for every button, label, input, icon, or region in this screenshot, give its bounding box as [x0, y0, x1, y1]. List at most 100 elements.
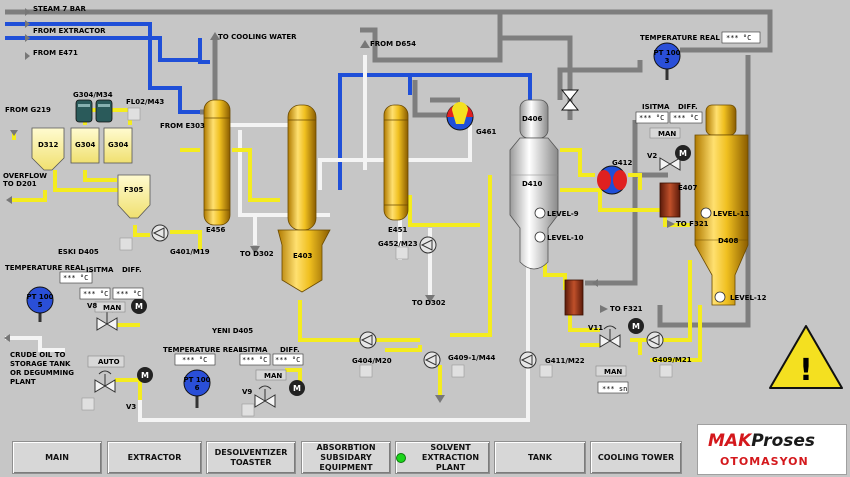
svg-text:E407: E407 [678, 184, 698, 192]
motor-icon[interactable]: M [675, 145, 691, 161]
svg-text:G409/M21: G409/M21 [652, 356, 692, 364]
svg-text:ESKI D405: ESKI D405 [58, 248, 99, 256]
f321-heater [564, 279, 584, 316]
valve-v2[interactable] [659, 157, 681, 171]
valve-v3[interactable] [94, 370, 116, 393]
svg-text:TO F321: TO F321 [676, 220, 709, 228]
filters-g304-m34 [75, 99, 113, 123]
svg-text:ISITMA: ISITMA [240, 346, 268, 354]
svg-text:FROM E303: FROM E303 [160, 122, 205, 130]
svg-text:M: M [293, 384, 301, 393]
nav-cooling-tower-button[interactable]: COOLING TOWER [590, 441, 682, 474]
pump-icon[interactable] [423, 351, 441, 369]
nav-solvent-extraction-button[interactable]: SOLVENT EXTRACTION PLANT [395, 441, 490, 474]
g412-exchanger [597, 165, 627, 195]
hopper-d312 [31, 127, 65, 171]
pump-icon[interactable] [519, 351, 537, 369]
valve-v9[interactable] [254, 385, 276, 408]
nav-absorbtion-button[interactable]: ABSORBTION SUBSIDARY EQUIPMENT [301, 441, 391, 474]
svg-text:F305: F305 [124, 186, 144, 194]
mode-boxes[interactable] [87, 127, 681, 381]
hopper-g304-a [70, 127, 100, 164]
active-indicator-icon [396, 452, 406, 463]
svg-text:M: M [141, 371, 149, 380]
motor-icon[interactable]: M [289, 380, 305, 396]
svg-text:PT 100: PT 100 [27, 293, 54, 301]
svg-text:G411/M22: G411/M22 [545, 357, 585, 365]
svg-text:TO F321: TO F321 [610, 305, 643, 313]
equipment-labels: G304/M34 FL02/M43 D312 G304 G304 F305 G4… [38, 91, 767, 411]
svg-text:TO D302: TO D302 [240, 250, 274, 258]
svg-text:TO D201: TO D201 [3, 180, 37, 188]
pipe-labels: STEAM 7 BAR FROM EXTRACTOR FROM E471 TO … [3, 5, 709, 386]
svg-text:MAN: MAN [264, 372, 282, 380]
svg-text:TO COOLING WATER: TO COOLING WATER [218, 33, 297, 41]
motor-icon[interactable]: M [628, 318, 644, 334]
svg-text:M: M [135, 302, 143, 311]
svg-text:*** °C: *** °C [242, 356, 267, 364]
e403-desolventizer [277, 104, 331, 293]
logo-otomasyon: OTOMASYON [720, 455, 809, 468]
svg-text:*** °C: *** °C [673, 114, 698, 122]
steam-valve-icon[interactable] [560, 89, 580, 111]
svg-text:3: 3 [665, 57, 670, 65]
svg-text:FROM E471: FROM E471 [33, 49, 78, 57]
v11-time-value: *** sn [602, 385, 627, 393]
svg-text:FROM D654: FROM D654 [370, 40, 416, 48]
svg-text:G404/M20: G404/M20 [352, 357, 392, 365]
svg-text:FL02/M43: FL02/M43 [126, 98, 164, 106]
d408-tank [694, 104, 749, 306]
warning-icon[interactable]: ! [769, 325, 843, 389]
svg-text:V11: V11 [588, 324, 603, 332]
nav-extractor-button[interactable]: EXTRACTOR [107, 441, 202, 474]
v11-mode-label[interactable]: MAN [604, 368, 622, 376]
svg-text:LEVEL-10: LEVEL-10 [547, 234, 584, 242]
pump-icon[interactable] [359, 331, 377, 349]
svg-text:*** °C: *** °C [116, 290, 141, 298]
motor-icon[interactable]: M [137, 367, 153, 383]
pump-icon[interactable] [646, 331, 664, 349]
hopper-g304-b [103, 127, 133, 164]
svg-text:G304: G304 [75, 141, 95, 149]
svg-text:TEMPERATURE REAL: TEMPERATURE REAL [640, 34, 720, 42]
valve-v11[interactable] [599, 325, 621, 348]
pump-icon[interactable] [419, 236, 437, 254]
level-sensor-icon [534, 207, 726, 303]
nav-label: MAIN [45, 452, 69, 462]
svg-text:*** °C: *** °C [83, 290, 108, 298]
svg-text:TEMPERATURE REAL: TEMPERATURE REAL [5, 264, 85, 272]
svg-text:OVERFLOW: OVERFLOW [3, 172, 47, 180]
svg-text:G412: G412 [612, 159, 632, 167]
svg-text:E403: E403 [293, 252, 313, 260]
svg-text:5: 5 [38, 301, 43, 309]
nav-desolventizer-button[interactable]: DESOLVENTIZER TOASTER [206, 441, 296, 474]
nav-main-button[interactable]: MAIN [12, 441, 102, 474]
svg-text:YENI D405: YENI D405 [211, 327, 253, 335]
svg-text:TEMPERATURE REAL: TEMPERATURE REAL [163, 346, 243, 354]
svg-text:*** °C: *** °C [275, 356, 300, 364]
pt100-gauge-5: PT 100 5 [26, 286, 54, 322]
auto-mode-label[interactable]: AUTO [98, 358, 120, 366]
svg-text:V8: V8 [87, 302, 97, 310]
pt100-gauge-6: PT 100 6 [183, 369, 211, 408]
water-pipes [5, 22, 532, 190]
motor-icon[interactable]: M [131, 298, 147, 314]
svg-text:ISITMA: ISITMA [642, 103, 670, 111]
svg-text:V3: V3 [126, 403, 136, 411]
nav-label: SOLVENT EXTRACTION PLANT [421, 442, 480, 472]
nav-tank-button[interactable]: TANK [494, 441, 586, 474]
svg-text:DIFF.: DIFF. [280, 346, 300, 354]
svg-text:G461: G461 [476, 128, 496, 136]
svg-text:G409-1/M44: G409-1/M44 [448, 354, 496, 362]
value-boxes [59, 31, 761, 394]
svg-text:V9: V9 [242, 388, 252, 396]
nav-label: TANK [528, 452, 552, 462]
makproses-logo: MAKProses OTOMASYON [697, 424, 847, 475]
panel-eski: TEMPERATURE REAL *** °C ISITMA DIFF. ***… [5, 264, 142, 312]
svg-text:LEVEL-9: LEVEL-9 [547, 210, 579, 218]
svg-text:CRUDE OIL TO: CRUDE OIL TO [10, 351, 65, 359]
svg-text:DIFF.: DIFF. [678, 103, 698, 111]
pump-icon[interactable] [151, 224, 169, 242]
